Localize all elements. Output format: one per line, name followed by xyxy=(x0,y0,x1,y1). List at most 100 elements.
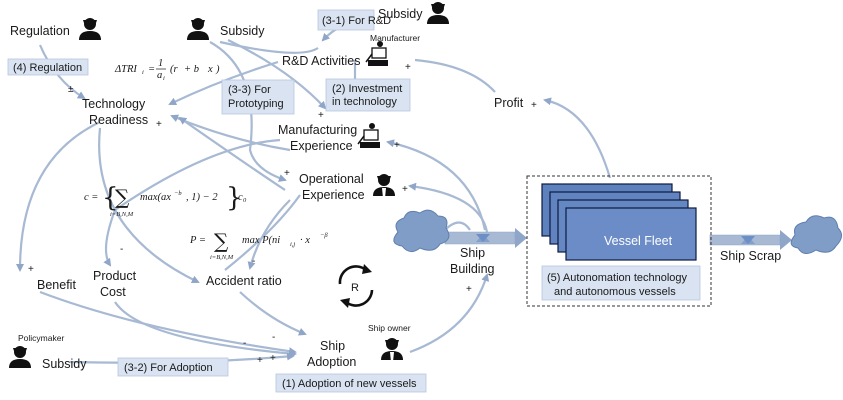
autonomation-text-2: and autonomous vessels xyxy=(554,286,676,298)
accident-ratio-label: Accident ratio xyxy=(206,274,282,288)
product-cost-label-1: Product xyxy=(93,269,137,283)
svg-text:i=B,N,M: i=B,N,M xyxy=(110,211,134,218)
ship-adoption-label-1: Ship xyxy=(320,339,345,353)
svg-text:=: = xyxy=(148,64,155,75)
sign-ad-3: + xyxy=(257,355,263,366)
manufacturer-machine-icon xyxy=(365,41,388,66)
ship-building-label-1: Ship xyxy=(460,246,485,260)
annotation-boxes xyxy=(7,9,427,393)
ship-owner-person-icon xyxy=(381,338,403,362)
profit-label: Profit xyxy=(494,96,524,110)
subsidy-right-label: Subsidy xyxy=(378,7,423,21)
sink-cloud-icon xyxy=(790,215,842,254)
operational-person-icon xyxy=(373,174,395,198)
svg-text:∑: ∑ xyxy=(214,229,229,253)
svg-text:· x: · x xyxy=(300,235,310,246)
operational-experience-label-1: Operational xyxy=(299,172,364,186)
autonomation-box xyxy=(541,265,701,301)
ship-building-label-2: Building xyxy=(450,262,495,276)
svg-text:x: x xyxy=(207,64,213,75)
loop-label: R xyxy=(351,282,359,294)
svg-text:max P(ni: max P(ni xyxy=(242,235,280,246)
sign-acc: - xyxy=(252,256,255,267)
sign-ad-2: - xyxy=(243,338,246,349)
sign-op-left: + xyxy=(284,168,290,179)
regulation-box xyxy=(7,58,89,76)
sign-rd: + xyxy=(318,110,324,121)
fleet-dashed-frame xyxy=(526,175,712,307)
product-cost-label-2: Cost xyxy=(100,285,126,299)
operational-experience-label-2: Experience xyxy=(302,188,365,202)
svg-text:(r: (r xyxy=(170,64,178,75)
ship-adoption-label-2: Adoption xyxy=(307,355,356,369)
regulation-label: Regulation xyxy=(10,24,70,38)
regulation-box-text: (4) Regulation xyxy=(13,62,82,74)
svg-text:−b: −b xyxy=(174,190,182,197)
svg-text:P =: P = xyxy=(189,235,206,246)
sign-benefit: + xyxy=(28,264,34,275)
svg-text:a: a xyxy=(157,70,162,81)
regulation-person-icon xyxy=(79,18,101,40)
for-rd-box xyxy=(317,9,375,31)
sign-reg-tr: ± xyxy=(68,84,74,95)
svg-text:max(ax: max(ax xyxy=(140,192,171,203)
svg-text:c =: c = xyxy=(84,192,98,203)
manufacturing-experience-label-1: Manufacturing xyxy=(278,123,357,137)
prototyping-text-2: Prototyping xyxy=(228,98,284,110)
svg-text:c: c xyxy=(238,192,243,203)
investment-text-1: (2) Investment xyxy=(332,83,402,95)
manufacturing-experience-label-2: Experience xyxy=(290,139,353,153)
sign-ad-1: - xyxy=(272,332,275,343)
svg-text:}: } xyxy=(226,183,243,213)
for-adoption-text: (3-2) For Adoption xyxy=(124,362,213,374)
svg-text:0: 0 xyxy=(243,197,247,204)
svg-text:+ b: + b xyxy=(184,64,199,75)
cost-equation: c = { ∑ i=B,N,M max(ax −b , 1) − 2 } c 0 xyxy=(84,183,247,218)
svg-text:−β: −β xyxy=(320,232,328,239)
for-adoption-box xyxy=(117,357,229,377)
sign-profit: + xyxy=(531,100,537,111)
benefit-label: Benefit xyxy=(37,278,76,292)
technology-readiness-label-2: Readiness xyxy=(89,113,148,127)
adoption-new-text: (1) Adoption of new vessels xyxy=(282,378,417,390)
svg-text:i: i xyxy=(163,75,165,82)
adoption-new-box xyxy=(275,373,427,393)
autonomation-text-1: (5) Autonomation technology xyxy=(547,272,688,284)
investment-box xyxy=(325,78,411,112)
tri-equation: ΔTRI i = 1 a i (r + b x ) xyxy=(114,58,220,82)
sign-inv: + xyxy=(405,62,411,73)
source-cloud-icon xyxy=(393,209,450,252)
causal-links xyxy=(16,15,792,364)
technology-readiness-label-1: Technology xyxy=(82,97,146,111)
sign-ad-4: + xyxy=(270,353,276,364)
subsidy-right-person-icon xyxy=(427,2,449,24)
svg-text:i: i xyxy=(142,69,144,76)
manufacturing-machine-icon xyxy=(357,123,380,148)
svg-text:i=B,N,M: i=B,N,M xyxy=(210,254,234,261)
for-rd-text: (3-1) For R&D xyxy=(322,15,391,27)
svg-text:, 1) − 2: , 1) − 2 xyxy=(186,192,218,203)
investment-text-2: in technology xyxy=(332,96,397,108)
sign-sb: + xyxy=(466,284,472,295)
rd-activities-label: R&D Activities xyxy=(282,54,361,68)
probability-equation: P = ∑ i=B,N,M max P(ni i,j · x −β xyxy=(189,229,328,261)
sign-mfg: + xyxy=(394,140,400,151)
manufacturer-label: Manufacturer xyxy=(370,33,420,43)
subsidy-top-label: Subsidy xyxy=(220,24,265,38)
vessel-fleet-label: Vessel Fleet xyxy=(604,234,673,248)
sign-op-right: + xyxy=(402,184,408,195)
subsidy-person-icon xyxy=(187,18,209,40)
prototyping-box xyxy=(221,79,295,115)
ship-owner-label: Ship owner xyxy=(368,323,411,333)
policymaker-label: Policymaker xyxy=(18,333,64,343)
reinforcing-loop-icon xyxy=(338,264,374,308)
svg-text:1: 1 xyxy=(158,58,163,69)
sign-pc: - xyxy=(120,244,123,255)
svg-text:ΔTRI: ΔTRI xyxy=(114,64,137,75)
svg-text:): ) xyxy=(215,64,220,75)
policymaker-person-icon xyxy=(9,346,31,368)
prototyping-text-1: (3-3) For xyxy=(228,84,271,96)
svg-text:i,j: i,j xyxy=(290,241,295,248)
